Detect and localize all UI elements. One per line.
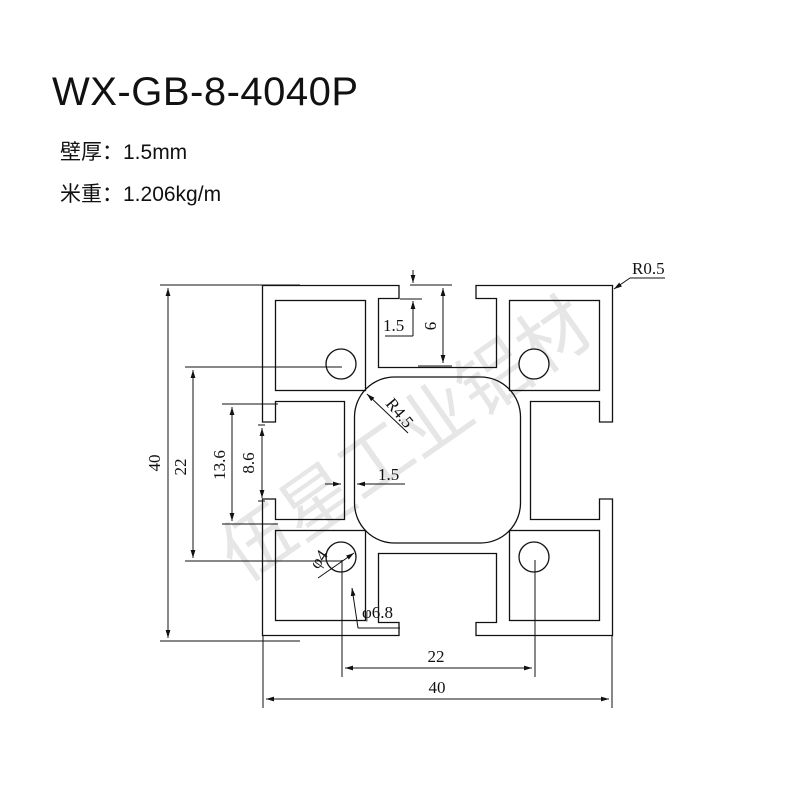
corner-cavity [508,529,601,622]
slot-inner-width-label: 13.6 [210,450,229,480]
slot-center-height-label: 22 [171,459,190,476]
profile-model-title: WX-GB-8-4040P [52,70,359,114]
dimension-lines [160,270,665,708]
weight-spec: 米重：1.206kg/m [60,178,221,208]
wall-thickness-spec: 壁厚：1.5mm [60,136,187,166]
wall-thickness-value: 1.5mm [123,141,188,164]
overall-width-label: 40 [429,678,446,697]
corner-cavity [508,299,601,392]
wall-thickness-label: 壁厚： [60,141,123,164]
core-outer-label: φ6.8 [362,603,393,622]
corner-hole [325,348,357,380]
weight-label: 米重： [60,183,123,206]
corner-hole [518,348,550,380]
profile-outline [261,284,614,637]
overall-height-label: 40 [145,455,164,472]
corner-cavities [274,299,601,622]
corner-hole [325,541,357,573]
corner-cavity [274,529,367,622]
corner-radius-label: R0.5 [632,259,665,278]
corner-cavity [274,299,367,392]
slot-depth-label: 9 [421,322,440,331]
slot-opening-label: 8.6 [239,452,258,473]
corner-holes [325,348,550,573]
lip-thickness-label: 1.5 [383,316,404,335]
wall-thickness-label: 1.5 [378,465,399,484]
center-cavity [353,376,522,544]
weight-value: 1.206kg/m [123,183,222,206]
slot-center-width-label: 22 [428,647,445,666]
corner-hole [518,541,550,573]
